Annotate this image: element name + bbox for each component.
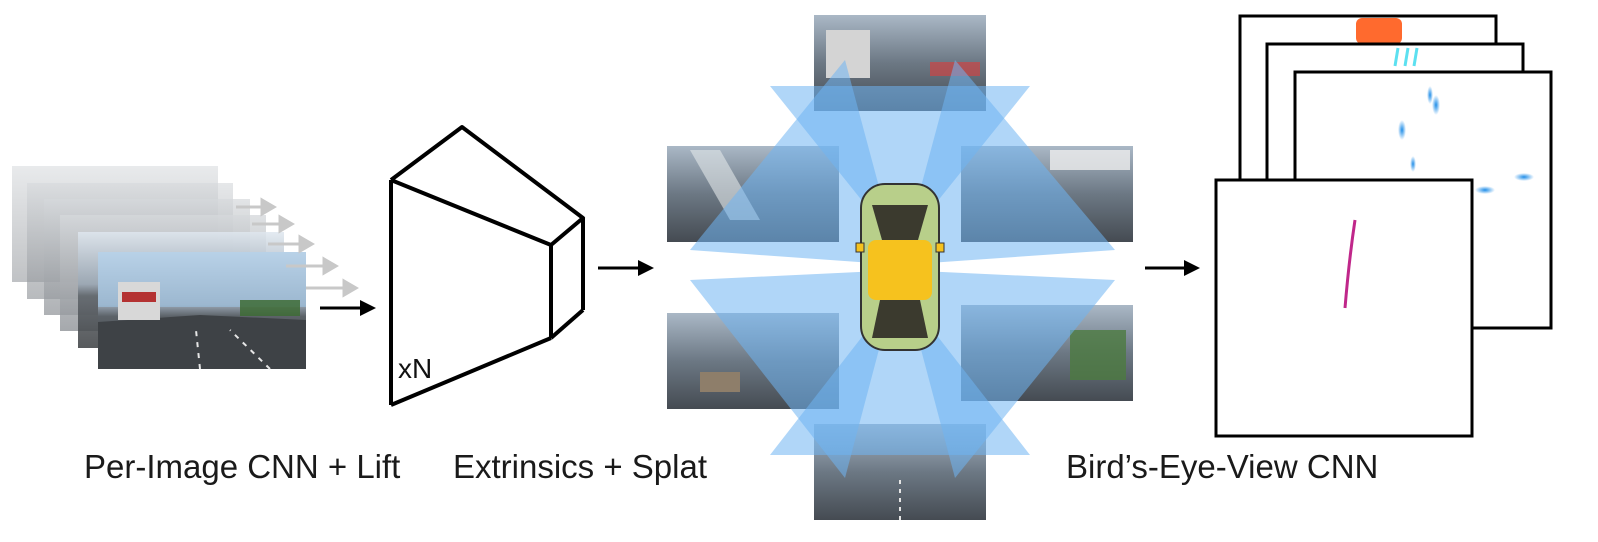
frustum-front-left [690, 60, 900, 265]
camera-frustums [690, 60, 1115, 478]
frustum-back-right [900, 270, 1115, 478]
encoder-frustum [389, 125, 585, 407]
input-image-stack [12, 166, 359, 370]
bev-map-1 [1214, 178, 1474, 438]
stage-label-splat: Extrinsics + Splat [453, 448, 708, 485]
frustum-back-left [690, 270, 900, 478]
frustum-front-right [900, 60, 1115, 265]
stage-label-bev: Bird’s-Eye-View CNN [1066, 448, 1379, 485]
front-camera-image [98, 252, 306, 370]
stage-label-lift: Per-Image CNN + Lift [84, 448, 401, 485]
arrow-lift-to-encoder [320, 300, 376, 316]
arrow-splat-to-bev [1145, 260, 1200, 276]
ego-car-icon [855, 183, 945, 351]
arrow-encoder-to-splat [598, 260, 654, 276]
ghost-arrows [236, 197, 359, 298]
encoder-multiplier: xN [398, 353, 432, 384]
bev-feature-maps [1214, 14, 1553, 438]
